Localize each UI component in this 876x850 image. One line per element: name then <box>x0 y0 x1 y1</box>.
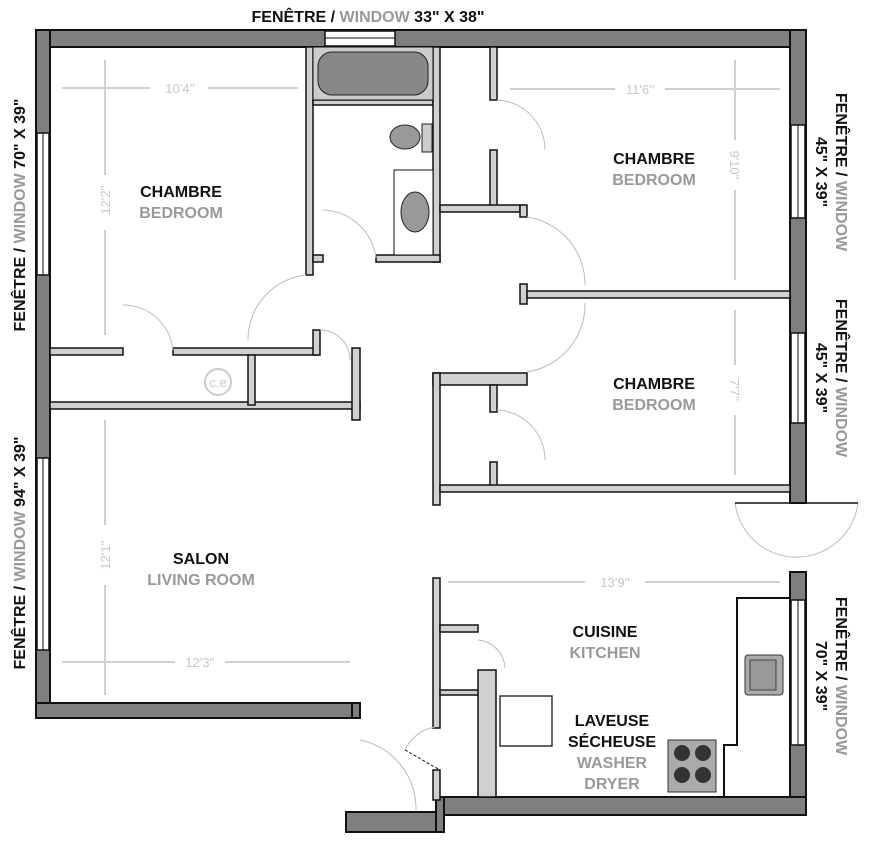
bedroom2-depth: 9'10'' <box>727 150 742 179</box>
stove <box>667 739 717 793</box>
window-right-top-size: 45" X 39" <box>812 137 829 207</box>
door-swings <box>122 99 859 811</box>
bedroom2-en: BEDROOM <box>612 172 696 189</box>
toilet <box>389 123 433 153</box>
bathtub <box>312 46 434 101</box>
laundry-en1: WASHER <box>577 755 648 772</box>
living-en: LIVING ROOM <box>147 572 255 589</box>
bedroom2-fr: CHAMBRE <box>613 151 695 168</box>
window-left-bottom-label: FENÊTRE / WINDOW 94" X 39" <box>10 437 29 670</box>
bedroom2-width: 11'6'' <box>626 82 654 97</box>
bedroom3-depth: 7'7'' <box>727 379 742 401</box>
kitchen-fr: CUISINE <box>573 624 638 641</box>
bedroom3-en: BEDROOM <box>612 397 696 414</box>
bedroom1-width: 10'4'' <box>165 81 194 96</box>
water-heater-icon <box>204 368 232 396</box>
window-right-top-label: FENÊTRE / WINDOW <box>832 93 851 252</box>
window-right-bottom-label: FENÊTRE / WINDOW <box>832 597 851 756</box>
window-right-mid-label: FENÊTRE / WINDOW <box>832 299 851 458</box>
bedroom3-fr: CHAMBRE <box>613 376 695 393</box>
washer-dryer <box>499 695 553 747</box>
laundry-en2: DRYER <box>584 776 640 793</box>
bedroom1-depth: 12'2'' <box>98 185 113 214</box>
living-width: 12'3'' <box>185 655 214 670</box>
window-right-mid-size: 45" X 39" <box>812 343 829 413</box>
kitchen-sink <box>744 654 784 696</box>
window-left-top-label: FENÊTRE / WINDOW 70" X 39" <box>10 99 29 332</box>
kitchen-width: 13'9'' <box>600 575 629 590</box>
kitchen-en: KITCHEN <box>569 645 640 662</box>
living-depth: 12'1'' <box>98 540 113 569</box>
bedroom1-en: BEDROOM <box>139 205 223 222</box>
windows <box>36 30 806 746</box>
window-right-bottom-size: 70" X 39" <box>812 641 829 711</box>
bedroom1-fr: CHAMBRE <box>140 184 222 201</box>
kitchen-counter <box>723 597 790 797</box>
interior-walls <box>49 46 791 801</box>
water-heater-label: c.e <box>209 375 226 390</box>
laundry-fr1: LAVEUSE <box>575 713 650 730</box>
bathroom-sink <box>393 169 434 256</box>
laundry-fr2: SÉCHEUSE <box>568 732 656 751</box>
window-top-label: FENÊTRE / WINDOW 33" X 38" <box>252 7 485 26</box>
living-fr: SALON <box>173 551 229 568</box>
